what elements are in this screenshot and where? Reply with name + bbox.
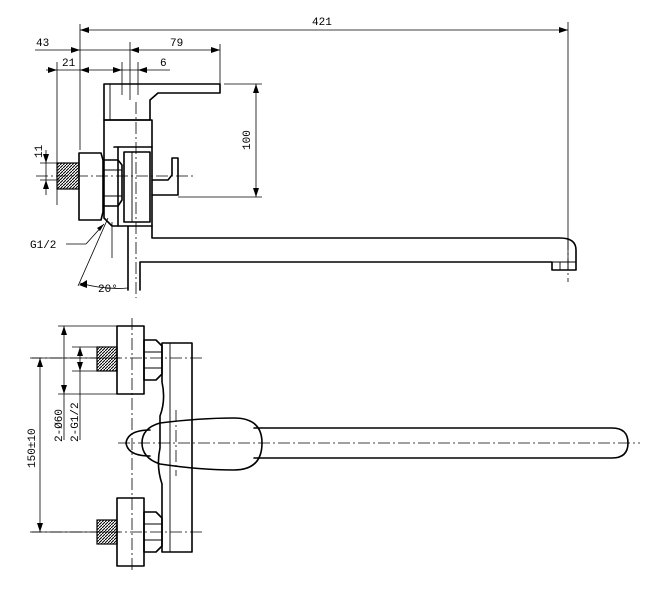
dimension-g12-plan: 2-G1/2 — [70, 346, 98, 442]
dimension-11: 11 — [34, 144, 60, 195]
side-elevation-view: 421 43 79 21 6 — [30, 17, 577, 298]
label-g12-plan: 2-G1/2 — [70, 402, 82, 442]
upper-thread-hatch — [96, 346, 118, 372]
spout — [127, 225, 577, 291]
plan-body — [157, 342, 193, 553]
plan-view: 150±10 2-Ø60 2-G1/2 — [27, 318, 640, 572]
dimension-d60: 2-Ø60 — [54, 325, 120, 442]
mixer-body — [103, 119, 153, 227]
label-79: 79 — [170, 38, 183, 50]
label-6: 6 — [160, 58, 167, 70]
label-21: 21 — [62, 58, 76, 70]
diverter-knob — [151, 157, 179, 196]
dimension-150: 150±10 — [27, 357, 120, 533]
label-150: 150±10 — [27, 428, 39, 468]
label-20deg: 20° — [98, 284, 118, 296]
connection-nut — [102, 159, 123, 207]
lever-handle — [103, 83, 221, 121]
thread-callout: G1/2 — [30, 223, 105, 252]
label-43: 43 — [36, 38, 49, 50]
wall-rosette — [78, 152, 104, 221]
label-100: 100 — [242, 130, 254, 150]
dimension-43-79: 43 79 — [35, 38, 221, 100]
dimension-421: 421 — [79, 17, 569, 265]
upper-nut — [143, 339, 163, 381]
label-g12: G1/2 — [30, 240, 56, 252]
angle-20: 20° — [77, 217, 129, 296]
upper-rosette — [116, 325, 145, 395]
dimension-100: 100 — [178, 83, 262, 198]
label-421: 421 — [312, 17, 332, 29]
label-11: 11 — [34, 144, 46, 158]
label-d60: 2-Ø60 — [54, 409, 66, 442]
upper-connection — [96, 325, 163, 395]
